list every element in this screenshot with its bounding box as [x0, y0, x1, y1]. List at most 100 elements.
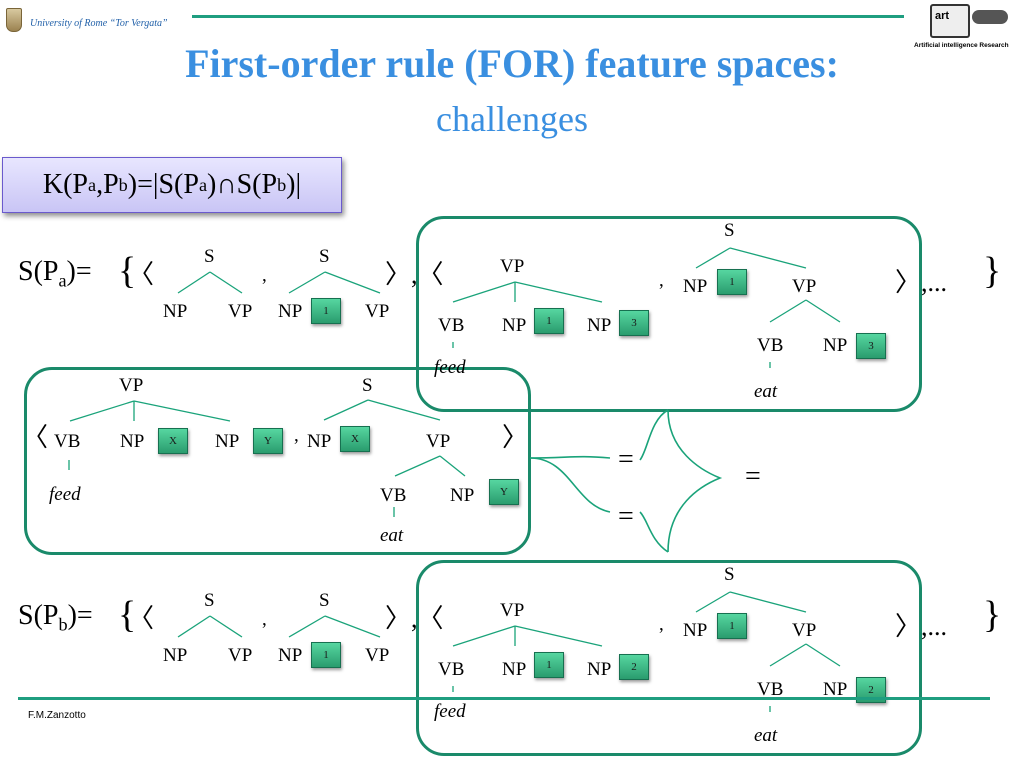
spb-comma-2: , [659, 614, 664, 635]
mid-t2-np2: NP [450, 485, 475, 506]
spb-label: S(Pb)= [18, 600, 93, 635]
mid-t2-np: NP [307, 431, 332, 452]
university-name: University of Rome “Tor Vergata” [30, 18, 168, 29]
spb-t4-s: S [724, 564, 735, 585]
mid-feed: feed [49, 484, 81, 505]
var-box-1: 1 [311, 642, 341, 668]
robot-figure-icon [972, 10, 1008, 24]
kernel-comma: ,P [96, 169, 119, 200]
spb-t3-np1: NP [502, 659, 527, 680]
spb-right-brace: } [983, 594, 1002, 636]
slide-title: First-order rule (FOR) feature spaces: [185, 41, 839, 86]
spb-rangle-comma: 〉,〈 [385, 604, 444, 633]
spb-left-brace: { [118, 594, 137, 636]
mid-t1-np2: NP [215, 431, 240, 452]
spa-feed: feed [434, 357, 466, 378]
var-box-x: X [158, 428, 188, 454]
kernel-cap: )∩S(P [207, 169, 278, 200]
spa-t3-np2: NP [587, 315, 612, 336]
spa-t1-vp: VP [228, 301, 253, 322]
kernel-eq: )=|S(P [127, 169, 199, 200]
var-box-1: 1 [311, 298, 341, 324]
spa-left-brace: { [118, 250, 137, 292]
highlight-box-top-right [416, 216, 922, 412]
spa-t4-vb: VB [757, 335, 784, 356]
mid-rangle: 〉 [502, 423, 529, 452]
spb-t3-np2: NP [587, 659, 612, 680]
computer-icon [930, 4, 970, 38]
spb-t2-vp: VP [365, 645, 390, 666]
var-box-3: 3 [856, 333, 886, 359]
mid-t1-np1: NP [120, 431, 145, 452]
spa-rangle-comma: 〉,〈 [385, 260, 444, 289]
spa-t4-np2: NP [823, 335, 848, 356]
equals-sign-bottom: = [618, 501, 634, 532]
spb-eat: eat [754, 725, 778, 746]
art-logo: art Artificial intelligence Research [912, 4, 1022, 52]
var-box-1: 1 [717, 269, 747, 295]
spa-t2-s: S [319, 246, 330, 267]
footer-author: F.M.Zanzotto [28, 710, 86, 721]
spb-rangle-dots: 〉,... [895, 612, 948, 641]
spa-rangle-dots: 〉,... [895, 268, 948, 297]
spb-t1-s: S [204, 590, 215, 611]
spb-t4-vb: VB [757, 679, 784, 700]
header-line [192, 15, 904, 18]
spb-t1-np: NP [163, 645, 188, 666]
spb-t3-vp: VP [500, 600, 525, 621]
spb-t4-np: NP [683, 620, 708, 641]
kernel-k: K(P [42, 169, 89, 200]
spa-eat: eat [754, 381, 778, 402]
mid-t2-vp: VP [426, 431, 451, 452]
spb-t2-np: NP [278, 645, 303, 666]
spb-comma-1: , [262, 609, 267, 630]
spa-t4-np: NP [683, 276, 708, 297]
spa-t2-vp: VP [365, 301, 390, 322]
spa-t3-vp: VP [500, 256, 525, 277]
spb-t1-vp: VP [228, 645, 253, 666]
logo-caption: Artificial intelligence Research [914, 42, 1009, 49]
spa-t1-s: S [204, 246, 215, 267]
spa-t4-s: S [724, 220, 735, 241]
var-box-1: 1 [534, 652, 564, 678]
spa-label: S(Pa)= [18, 256, 92, 291]
spa-langle-1: 〈 [128, 260, 155, 289]
spa-comma-2: , [659, 270, 664, 291]
mid-t2-s: S [362, 375, 373, 396]
spb-t4-vp: VP [792, 620, 817, 641]
var-box-1: 1 [534, 308, 564, 334]
var-box-2: 2 [619, 654, 649, 680]
footer-line [18, 697, 990, 700]
spa-t4-vp: VP [792, 276, 817, 297]
var-box-x: X [340, 426, 370, 452]
mid-langle: 〈 [22, 423, 49, 452]
spb-t3-vb: VB [438, 659, 465, 680]
spa-t2-np: NP [278, 301, 303, 322]
var-box-3: 3 [619, 310, 649, 336]
spa-t1-np: NP [163, 301, 188, 322]
spa-right-brace: } [983, 250, 1002, 292]
mid-t1-vp: VP [119, 375, 144, 396]
spb-feed: feed [434, 701, 466, 722]
mid-t2-vb: VB [380, 485, 407, 506]
kernel-end: )| [286, 169, 302, 200]
logo-text: art [935, 10, 950, 22]
spb-langle-1: 〈 [128, 604, 155, 633]
mid-eat: eat [380, 525, 404, 546]
var-box-y: Y [489, 479, 519, 505]
spa-t3-vb: VB [438, 315, 465, 336]
mid-comma: , [294, 425, 299, 446]
slide-subtitle: challenges [436, 99, 588, 139]
equals-sign-top: = [618, 444, 634, 475]
spa-comma-1: , [262, 265, 267, 286]
spb-t2-s: S [319, 590, 330, 611]
equals-sign-right: = [745, 461, 761, 492]
university-shield-icon [6, 8, 22, 32]
var-box-y: Y [253, 428, 283, 454]
highlight-box-middle-left [24, 367, 531, 555]
spb-t4-np2: NP [823, 679, 848, 700]
var-box-1: 1 [717, 613, 747, 639]
highlight-box-bottom-right [416, 560, 922, 756]
